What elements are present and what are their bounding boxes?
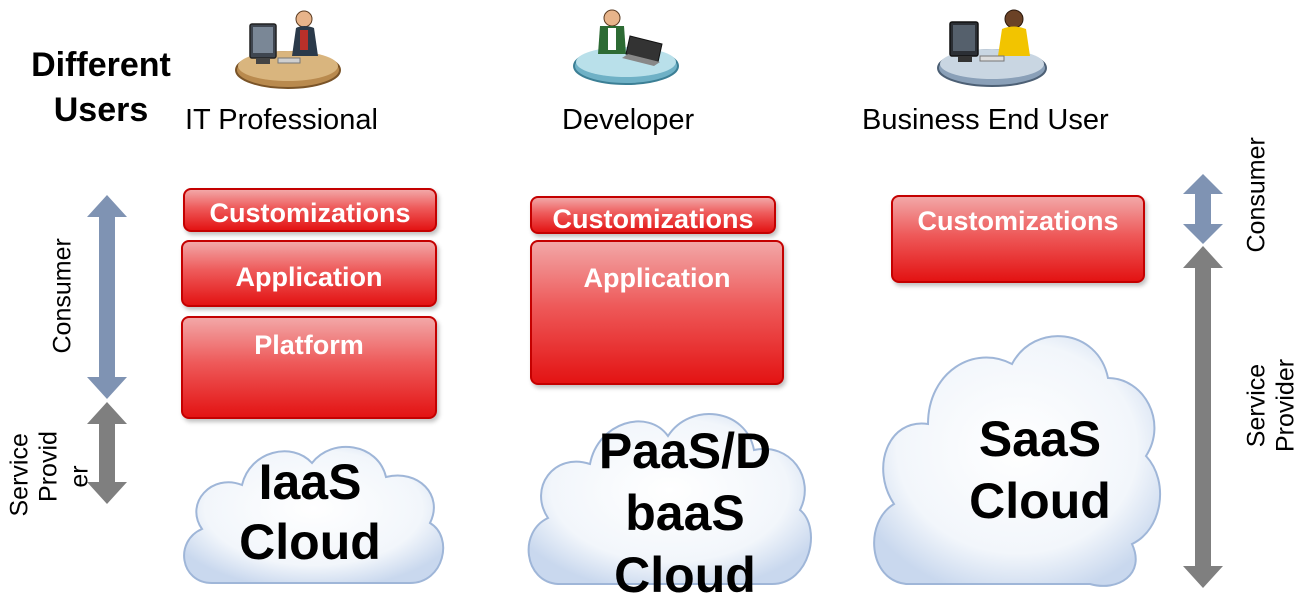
paas-application-layer: Application bbox=[530, 240, 784, 385]
paas-cloud-label: PaaS/D baaS Cloud bbox=[560, 420, 810, 606]
saas-customizations-layer: Customizations bbox=[891, 195, 1145, 283]
saas-cloud-label: SaaS Cloud bbox=[925, 408, 1155, 532]
left-provider-label-line2: Provid bbox=[34, 431, 63, 502]
cloud-label-line: IaaS bbox=[258, 454, 362, 510]
consumer-arrow-right bbox=[1183, 174, 1223, 244]
layer-label: Customizations bbox=[552, 204, 754, 234]
user-label-business-end-user: Business End User bbox=[862, 104, 1109, 136]
iaas-customizations-layer: Customizations bbox=[183, 188, 437, 232]
iaas-cloud-shape bbox=[183, 446, 445, 584]
right-provider-label-line1: Service bbox=[1242, 363, 1271, 448]
cloud-label-line: Cloud bbox=[614, 547, 756, 603]
layer-label: Platform bbox=[254, 330, 364, 360]
user-label-developer: Developer bbox=[562, 104, 695, 136]
cloud-label-line: baaS bbox=[625, 485, 745, 541]
provider-arrow-left bbox=[87, 402, 127, 504]
iaas-platform-layer: Platform bbox=[181, 316, 437, 419]
iaas-application-layer: Application bbox=[181, 240, 437, 307]
right-consumer-label: Consumer bbox=[1242, 137, 1271, 253]
diagram-title-line2: Users bbox=[53, 91, 149, 129]
saas-cloud-shape bbox=[873, 335, 1161, 587]
business-user-icon bbox=[937, 9, 1047, 87]
paas-customizations-layer: Customizations bbox=[530, 196, 776, 234]
layer-label: Application bbox=[235, 262, 383, 292]
cloud-label-line: Cloud bbox=[969, 473, 1111, 529]
diagram-title-line1: Different bbox=[31, 46, 171, 84]
layer-label: Customizations bbox=[209, 198, 411, 228]
left-provider-label-line1: Service bbox=[5, 433, 34, 517]
provider-arrow-right bbox=[1183, 246, 1223, 588]
layer-label: Application bbox=[583, 263, 731, 293]
left-consumer-label: Consumer bbox=[48, 238, 77, 354]
left-provider-label-line3: er bbox=[65, 465, 94, 488]
paas-cloud-shape bbox=[527, 413, 812, 585]
it-professional-icon bbox=[235, 10, 341, 89]
cloud-label-line: Cloud bbox=[239, 514, 381, 570]
consumer-arrow-left bbox=[87, 195, 127, 399]
developer-icon bbox=[573, 9, 679, 85]
iaas-cloud-label: IaaS Cloud bbox=[205, 452, 415, 572]
right-provider-label-line2: Provider bbox=[1271, 358, 1300, 453]
layer-label: Customizations bbox=[917, 206, 1119, 236]
user-label-it-professional: IT Professional bbox=[185, 104, 378, 136]
cloud-label-line: SaaS bbox=[978, 411, 1102, 467]
cloud-label-line: PaaS/D bbox=[598, 423, 772, 479]
